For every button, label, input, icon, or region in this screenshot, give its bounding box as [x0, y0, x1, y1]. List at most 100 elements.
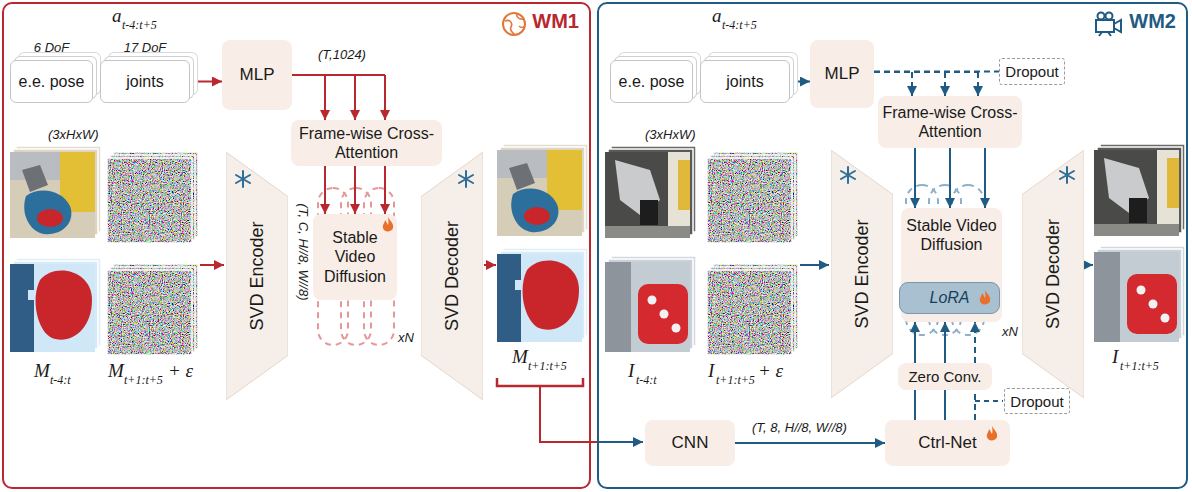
- panel-title: WM1: [532, 10, 579, 33]
- connector-line: [974, 322, 976, 363]
- math-symbol: M: [108, 360, 124, 382]
- dof-label: 17 DoF: [124, 40, 167, 55]
- subscript: t-4:t: [636, 373, 657, 388]
- connector: [190, 81, 222, 82]
- action-input: 17 DoFjoints: [100, 60, 190, 103]
- connector-line: [914, 390, 916, 420]
- box-label: joints: [126, 73, 163, 91]
- shape-outline: [226, 152, 288, 400]
- math-symbol: I: [708, 360, 714, 382]
- repeat-label: xN: [1002, 324, 1018, 339]
- box-label: Frame-wise Cross-Attention: [882, 103, 1018, 141]
- dropout-box: Dropout: [1004, 388, 1070, 414]
- lora-adapter: LoRA: [899, 282, 1000, 314]
- action-input: e.e. pose: [610, 60, 693, 103]
- flow-arrows: [497, 378, 583, 386]
- box-label: Dropout: [1010, 393, 1063, 410]
- output-images: [1094, 246, 1185, 342]
- output-images: [1094, 144, 1185, 236]
- box-label: MLP: [825, 64, 860, 84]
- box-label: SVD Encoder: [852, 219, 873, 328]
- box-label: Dropout: [1005, 63, 1058, 80]
- tensor-shape: (3xHxW): [48, 127, 99, 142]
- input-images: [10, 146, 798, 355]
- mlp-block: MLP: [810, 40, 874, 108]
- diffusion-model: Stable Video DiffusionLoRA: [901, 208, 1002, 322]
- connector-line: [874, 71, 999, 73]
- input-images: [107, 264, 198, 355]
- input-images: [10, 258, 101, 352]
- box-label: e.e. pose: [19, 73, 85, 91]
- connector-line: [324, 75, 326, 120]
- connector: [790, 81, 810, 82]
- connector: [915, 148, 985, 208]
- subscript: t+1:t+5: [124, 373, 163, 388]
- input-images: [605, 256, 696, 352]
- frozen-icon: [839, 166, 857, 184]
- world-icon: [501, 11, 527, 37]
- conv-block: Zero Conv.: [898, 363, 992, 390]
- shape-outline: [421, 152, 483, 400]
- world-model-panel: WM2e.e. posejointsMLPDropoutFrame-wise C…: [597, 2, 1188, 489]
- dropout-box: Dropout: [999, 58, 1065, 85]
- connector: [325, 166, 385, 214]
- connector: [915, 390, 975, 420]
- connector-line: [984, 148, 986, 208]
- connector-line: [944, 72, 946, 96]
- math-symbol: I: [628, 360, 634, 382]
- output-images: [497, 144, 588, 236]
- box-label: e.e. pose: [619, 73, 685, 91]
- connector-line: [911, 72, 913, 96]
- camera-icon: [1094, 11, 1124, 37]
- connector-line: [735, 442, 885, 444]
- diffusion-model: Stable Video Diffusion: [313, 214, 397, 300]
- connector-line: [914, 322, 916, 363]
- box-label: Stable Video Diffusion: [317, 228, 393, 286]
- connector-line: [324, 166, 326, 214]
- connector: [735, 443, 885, 444]
- box-label: Frame-wise Cross-Attention: [295, 124, 438, 162]
- box-label: Stable Video Diffusion: [905, 216, 998, 254]
- subscript: t+1:t+5: [528, 359, 567, 374]
- tensor-shape: (T,1024): [318, 47, 366, 62]
- box-label: MLP: [240, 65, 275, 85]
- trainable-icon: [979, 290, 991, 306]
- attention-block: Frame-wise Cross-Attention: [878, 96, 1022, 148]
- trainable-icon: [986, 426, 998, 442]
- flow-arrows: [200, 264, 224, 266]
- shape-outline: [831, 150, 893, 398]
- connector-line: [974, 390, 976, 420]
- connector-line: [354, 166, 356, 214]
- connector: [915, 322, 975, 363]
- flow-arrows: [1085, 264, 1093, 266]
- action-input: 6 DoFe.e. pose: [10, 60, 93, 103]
- connector-line: [914, 148, 916, 208]
- encoder: SVD Encoder: [831, 150, 893, 398]
- connector-line: [944, 322, 946, 363]
- flow-arrows: [484, 264, 496, 266]
- connector: [292, 75, 385, 120]
- math-symbol: a: [712, 5, 722, 27]
- flow-arrows: [975, 400, 1003, 402]
- math-symbol: + ε: [758, 360, 783, 382]
- connector: [874, 72, 978, 96]
- flow-arrows: [540, 386, 597, 442]
- cnn-block: CNN: [645, 420, 735, 466]
- connector: [874, 71, 999, 72]
- frozen-icon: [1058, 166, 1076, 184]
- connector-line: [874, 71, 978, 73]
- tensor-shape: (T, C, H//8, W//8): [296, 203, 311, 300]
- connector-line: [292, 74, 385, 76]
- connector-line: [354, 75, 356, 120]
- tensor-shape: (T, 8, H//8, W//8): [752, 420, 847, 435]
- trainable-icon: [382, 217, 394, 233]
- tensor-shape: (3xHxW): [645, 127, 696, 142]
- input-images: [605, 146, 696, 238]
- connector-line: [949, 148, 951, 208]
- input-images: [707, 152, 798, 243]
- subscript: t-4:t+5: [722, 18, 757, 33]
- frozen-icon: [234, 170, 252, 188]
- output-images: [497, 248, 588, 342]
- control-net: Ctrl-Net: [885, 420, 1010, 466]
